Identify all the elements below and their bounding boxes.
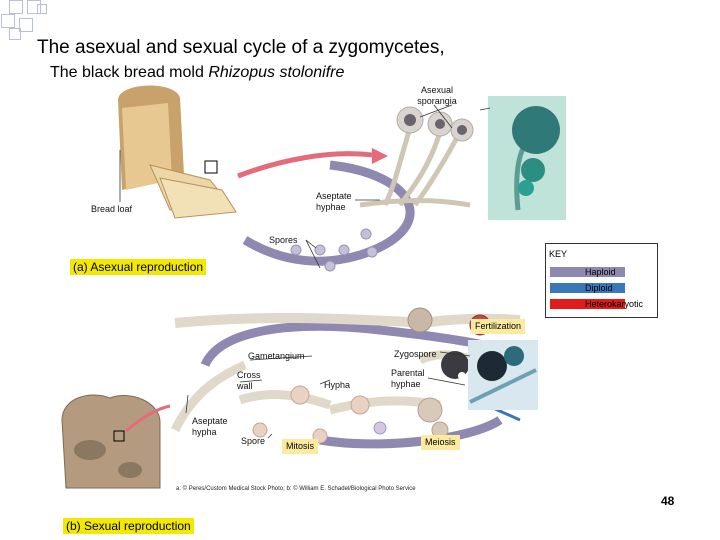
label-asexual-sporangia: Asexual sporangia xyxy=(407,85,467,107)
photo-credit: a: © Peres/Custom Medical Stock Photo; b… xyxy=(176,486,416,492)
bread-loaf-illustration xyxy=(118,85,237,219)
label-line: sporangia xyxy=(417,96,457,106)
key-item-haploid: Haploid xyxy=(546,267,659,279)
label-fertilization: Fertilization xyxy=(471,319,526,334)
moldy-bread-illustration xyxy=(61,394,171,489)
page-title: The asexual and sexual cycle of a zygomy… xyxy=(37,37,445,58)
label-cross-wall: Cross wall xyxy=(237,370,261,392)
label-line: hyphae xyxy=(316,202,346,212)
decorative-square xyxy=(19,18,33,32)
label-line: wall xyxy=(237,381,253,391)
page-subtitle: The black bread mold Rhizopus stolonifre xyxy=(50,64,344,82)
label-line: Aseptate xyxy=(192,416,228,426)
label-aseptate-hypha: Aseptate hypha xyxy=(192,416,228,438)
label-spores: Spores xyxy=(269,235,298,245)
label-line: Aseptate xyxy=(316,191,352,201)
decorative-square xyxy=(27,0,41,14)
section-label-asexual: (a) Asexual reproduction xyxy=(70,259,207,275)
spores-illustration xyxy=(290,228,378,272)
label-aseptate-hyphae: Aseptate hyphae xyxy=(316,191,352,213)
key-legend: KEY Haploid Diploid Heterokaryotic xyxy=(545,243,658,318)
page-number: 48 xyxy=(661,494,675,508)
label-line: hypha xyxy=(192,427,217,437)
subtitle-prefix: The black bread mold xyxy=(50,64,209,81)
zygospore-micrograph xyxy=(468,340,538,410)
key-item-diploid: Diploid xyxy=(546,283,659,295)
decorative-square xyxy=(9,28,21,40)
label-line: Cross xyxy=(237,370,261,380)
decorative-square xyxy=(37,4,47,14)
label-line: Parental xyxy=(391,368,425,378)
sporangia-illustration xyxy=(359,106,474,208)
decorative-square xyxy=(9,0,23,14)
key-title: KEY xyxy=(549,249,568,259)
label-bread-loaf: Bread loaf xyxy=(91,204,133,214)
species-name: Rhizopus stolonifre xyxy=(208,64,345,81)
key-item-label: Heterokaryotic xyxy=(585,299,644,309)
key-swatch xyxy=(550,283,625,293)
key-swatch xyxy=(550,299,625,309)
label-zygospore: Zygospore xyxy=(394,349,437,359)
asexual-cycle-arrow xyxy=(242,160,415,266)
section-label-sexual: (b) Sexual reproduction xyxy=(63,518,194,534)
key-item-label: Diploid xyxy=(585,283,613,293)
label-mitosis: Mitosis xyxy=(282,439,319,454)
label-line: Asexual xyxy=(420,85,454,95)
sporangium-micrograph xyxy=(488,96,566,220)
label-spore: Spore xyxy=(241,436,266,446)
decorative-square xyxy=(1,14,15,28)
key-item-heterokaryotic: Heterokaryotic xyxy=(546,299,659,311)
label-gametangium: Gametangium xyxy=(248,351,305,361)
label-meiosis: Meiosis xyxy=(421,435,460,450)
key-item-label: Haploid xyxy=(585,267,616,277)
label-parental-hyphae: Parental hyphae xyxy=(391,368,425,390)
label-hypha: Hypha xyxy=(324,380,351,390)
key-swatch xyxy=(550,267,625,277)
label-line: hyphae xyxy=(391,379,421,389)
